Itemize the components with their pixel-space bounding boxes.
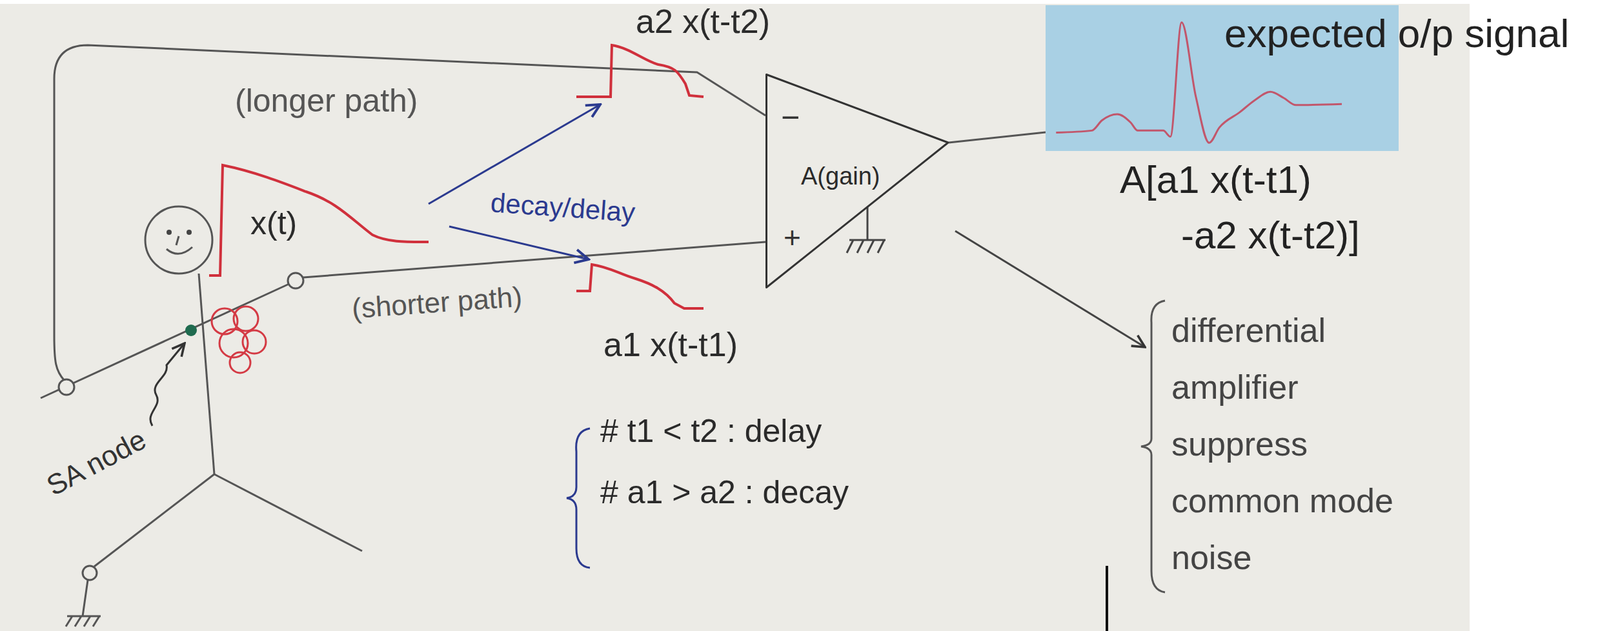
condition-note: # t1 < t2 : delay <box>600 413 822 451</box>
heart-lobe <box>233 306 259 332</box>
heart-sketch <box>211 306 266 374</box>
arm-line <box>40 283 290 399</box>
eye <box>186 229 192 235</box>
longer-path-wire <box>54 45 766 381</box>
electrode <box>82 566 97 581</box>
pointer-arrow <box>955 231 1145 348</box>
amplifier-triangle: −A(gain) + <box>765 73 949 289</box>
explanation-note: differential amplifier suppress common m… <box>1171 302 1430 587</box>
nose <box>176 236 179 246</box>
stray-line <box>1105 566 1109 631</box>
gain-label: A(gain) <box>800 162 881 192</box>
signal-label: a2 x(t-t2) <box>635 2 770 42</box>
left-leg <box>94 474 215 567</box>
signal-label: a1 x(t-t1) <box>603 325 738 365</box>
delayed-pulse <box>576 264 704 309</box>
panel-caption: expected o/p signal <box>1224 10 1570 57</box>
electrode <box>58 379 75 395</box>
input-sign: + <box>783 220 801 255</box>
electrode <box>287 273 304 289</box>
output-signal-panel: expected o/p signal <box>1045 5 1595 152</box>
smile <box>166 247 193 254</box>
paper-ground <box>0 3 1470 631</box>
propagation-arrow <box>449 226 589 260</box>
amplifier-outline <box>766 74 949 288</box>
heart-lobe <box>229 352 251 374</box>
signal-label: x(t) <box>250 205 297 243</box>
condition-note: # a1 > a2 : decay <box>600 474 849 512</box>
output-expression: -a2 x(t-t2)] <box>1181 212 1360 258</box>
path-label: (shorter path) <box>351 280 524 326</box>
signal-wire <box>948 132 1046 143</box>
head-circle <box>145 206 213 274</box>
ground-symbol <box>846 207 886 254</box>
ground-symbol <box>65 580 101 627</box>
anatomy-label: SA node <box>41 423 152 503</box>
pointer-arrow <box>150 343 185 426</box>
eye <box>166 229 172 235</box>
sa-node-dot <box>185 324 197 337</box>
input-sign: − <box>780 99 800 137</box>
delayed-pulse <box>576 45 704 97</box>
curly-brace <box>1141 300 1165 593</box>
source-pulse <box>209 165 429 276</box>
path-label: (longer path) <box>234 82 419 121</box>
right-leg <box>214 474 363 552</box>
stick-figure <box>40 206 363 567</box>
output-expression: A[a1 x(t-t1) <box>1119 157 1312 203</box>
heart-lobe <box>242 330 266 354</box>
arrow-label: decay/delay <box>489 187 637 229</box>
curly-brace <box>566 428 590 568</box>
body-line <box>198 273 215 475</box>
ground-lines <box>65 580 101 627</box>
